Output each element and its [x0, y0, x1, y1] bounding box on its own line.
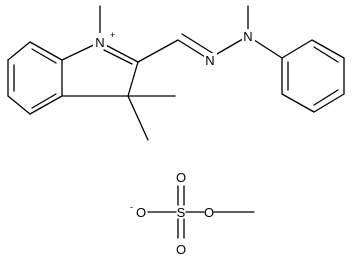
atom-o-minus: O — [136, 205, 146, 220]
charge-minus: - — [130, 202, 133, 212]
methylsulfate-anion: O - O S O O — [130, 170, 255, 257]
atom-o-ester: O — [204, 205, 214, 220]
atom-s: S — [177, 205, 186, 220]
atom-n-methyl: N — [243, 29, 252, 44]
pyrrole-ring — [61, 41, 139, 97]
phenyl-ring — [281, 39, 345, 113]
atom-o-bottom: O — [176, 242, 186, 257]
atom-n-hydrazone: N — [205, 53, 214, 68]
charge-plus: + — [110, 30, 115, 40]
benzene-ring-fused — [7, 41, 63, 115]
c3-methyl-bond-1 — [127, 95, 149, 141]
atom-n-plus: N — [95, 35, 104, 50]
indoleninium-cation: N + N N — [7, 5, 345, 141]
imine-double-bond-b — [181, 33, 215, 55]
vinyl-bond — [137, 39, 179, 63]
atom-o-top: O — [176, 170, 186, 185]
